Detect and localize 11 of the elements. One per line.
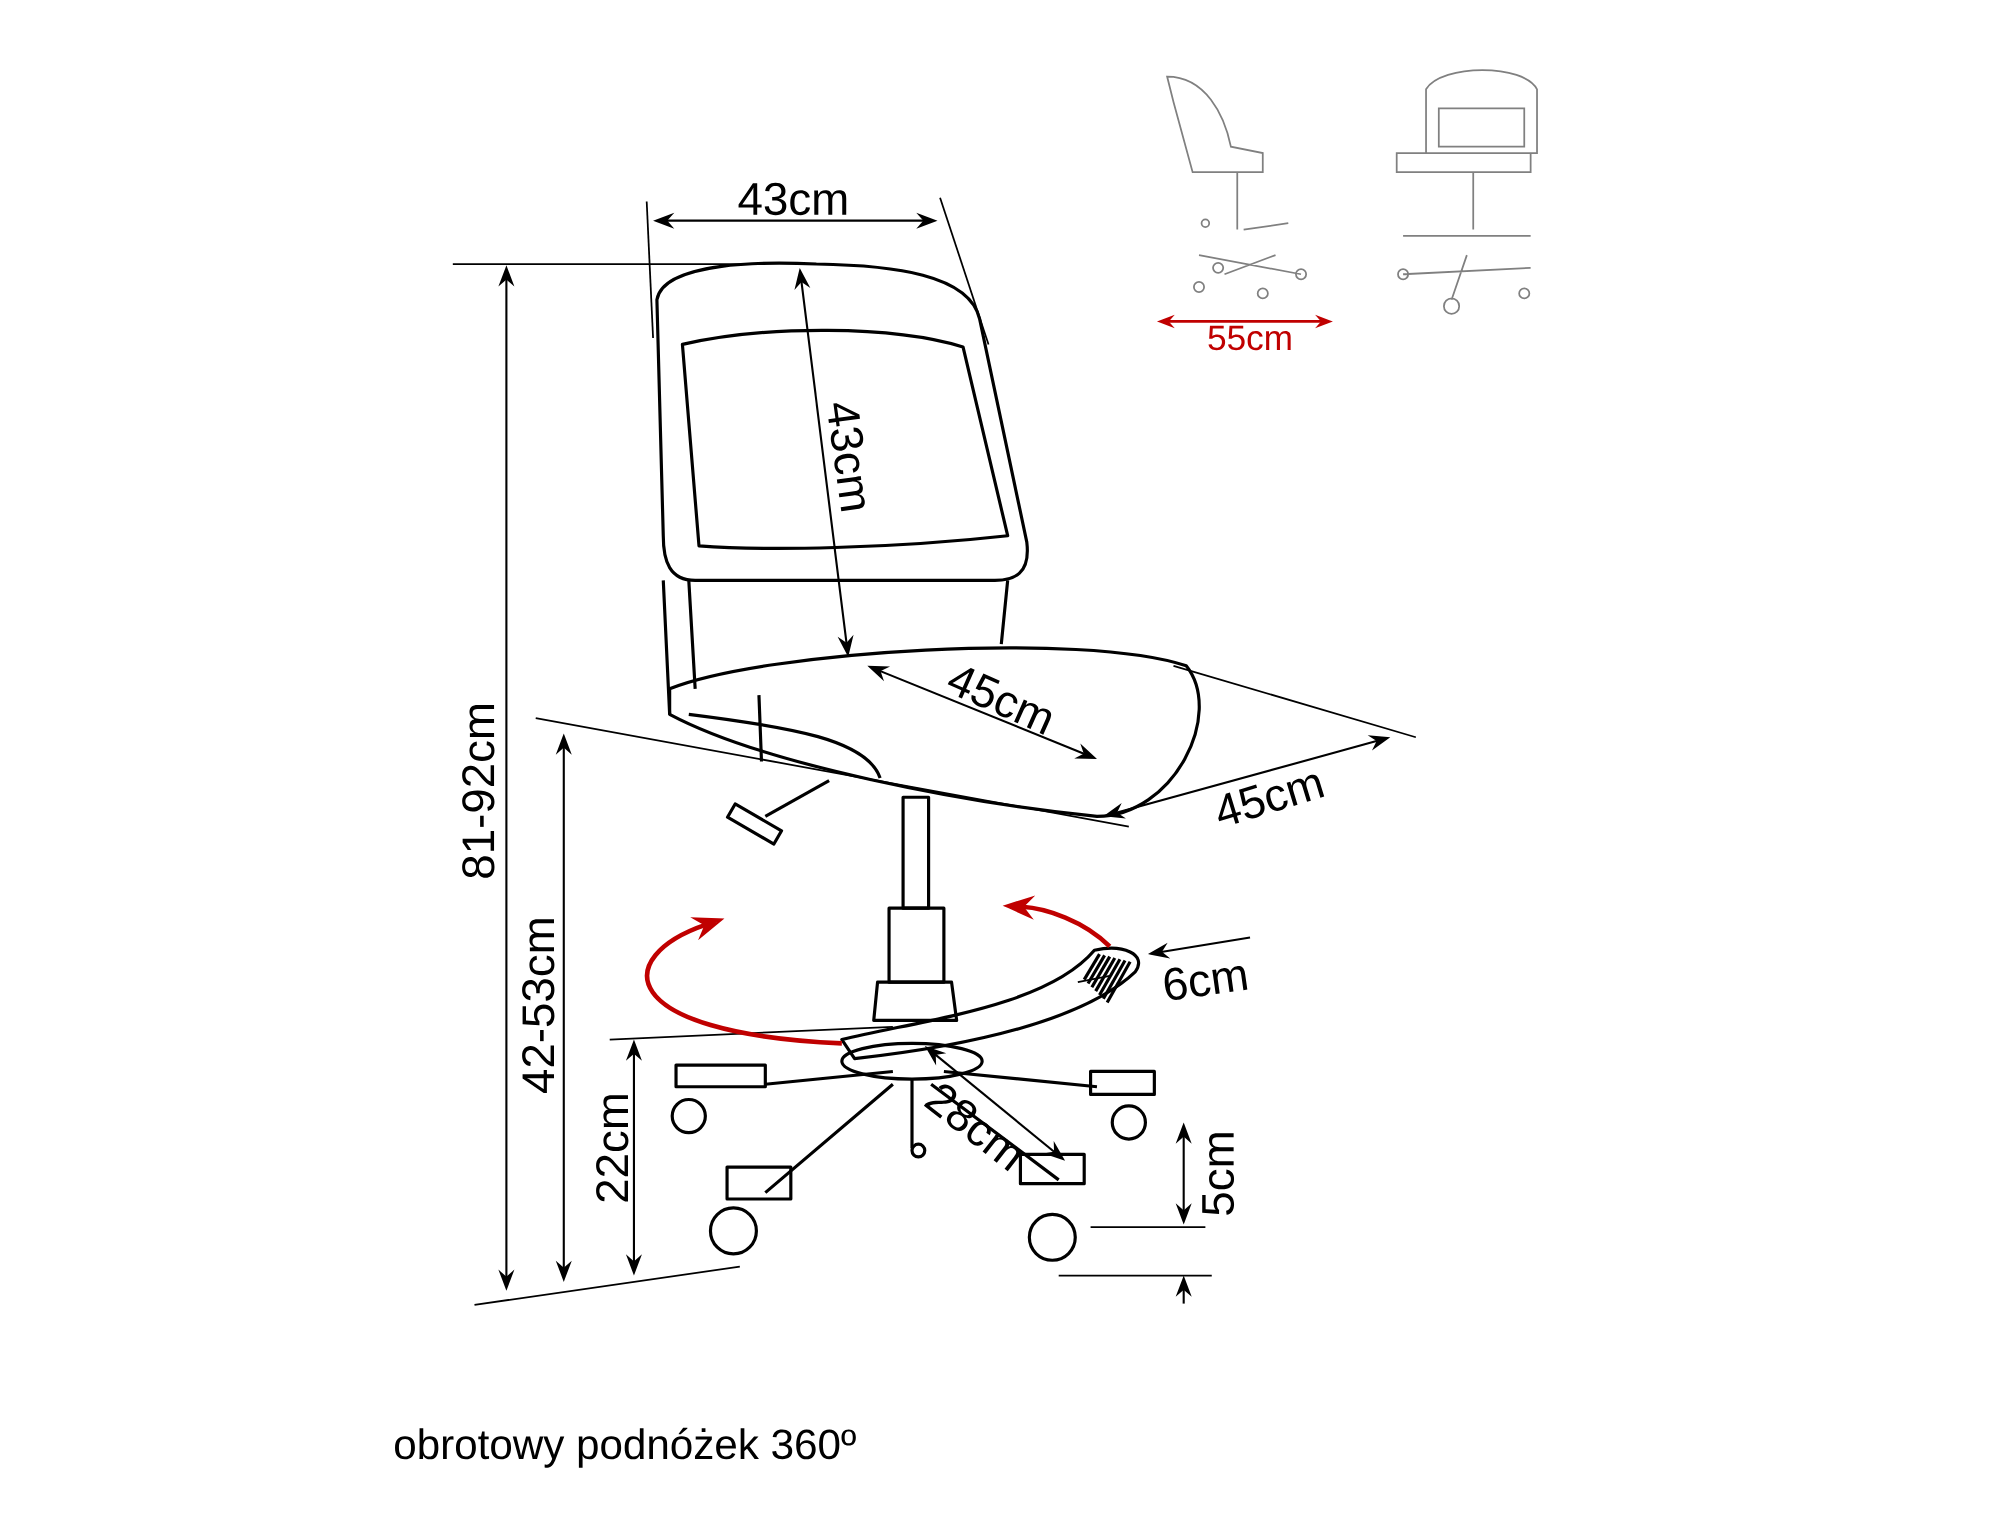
dimension-label: 22cm (596, 1095, 629, 1202)
dimension-label: 45cm (1218, 774, 1325, 824)
dimension-label: 43cm (738, 183, 847, 216)
dimension-label: 42-53cm (522, 919, 555, 1094)
dimension-label: 55cm (1208, 325, 1291, 351)
dimension-label: 6cm (1164, 966, 1248, 1001)
caption: obrotowy podnóżek 360º (395, 1428, 856, 1468)
dimension-label: 5cm (1202, 1133, 1235, 1215)
dimension-label: 45cm (947, 668, 1052, 735)
dimension-label: 43cm (828, 403, 865, 512)
dimension-label: 81-92cm (462, 705, 495, 878)
